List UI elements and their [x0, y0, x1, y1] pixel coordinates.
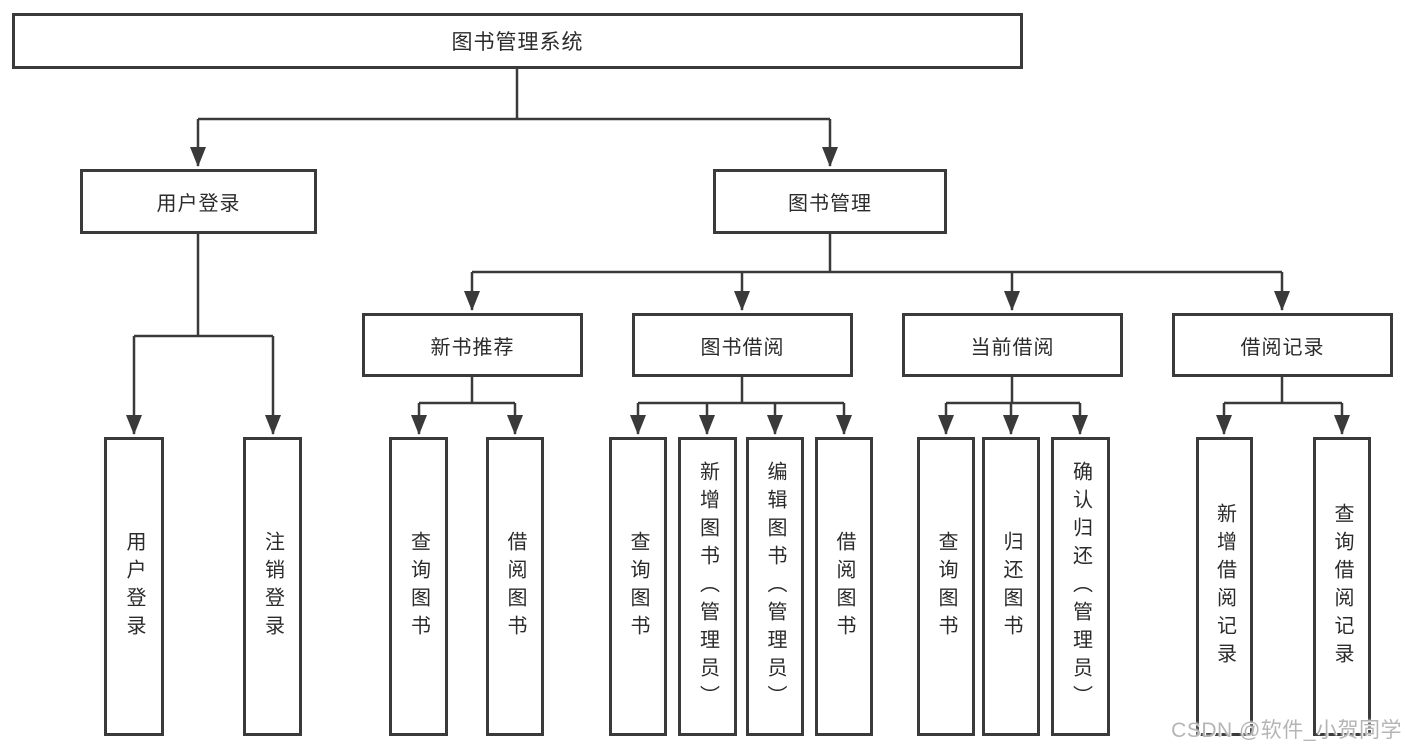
- leaf-add-books-admin-label: 新增图书（管理员）: [696, 460, 719, 713]
- node-book-management: 图书管理: [713, 169, 947, 234]
- leaf-edit-books-admin-label: 编辑图书（管理员）: [764, 460, 786, 713]
- leaf-logout: 注销登录: [243, 437, 302, 736]
- node-book-borrowing: 图书借阅: [632, 313, 853, 377]
- leaf-borrow-books-recommend-label: 借阅图书: [504, 530, 526, 643]
- leaf-return-books: 归还图书: [982, 437, 1040, 736]
- leaf-add-borrow-record: 新增借阅记录: [1196, 437, 1253, 736]
- leaf-query-borrow-record-label: 查询借阅记录: [1331, 502, 1353, 671]
- leaf-query-books-current-label: 查询图书: [935, 530, 957, 643]
- node-current-borrowing: 当前借阅: [902, 313, 1123, 377]
- leaf-user-login-label: 用户登录: [123, 530, 145, 643]
- leaf-confirm-return-admin-label: 确认归还（管理员）: [1069, 460, 1092, 713]
- leaf-query-books-recommend-label: 查询图书: [407, 530, 430, 643]
- leaf-query-books-borrow: 查询图书: [609, 437, 667, 736]
- leaf-return-books-label: 归还图书: [1000, 530, 1022, 643]
- leaf-query-books-recommend: 查询图书: [389, 437, 448, 736]
- csdn-watermark: CSDN @软件_小贺同学: [1171, 719, 1402, 742]
- node-borrowing-records: 借阅记录: [1172, 313, 1393, 377]
- leaf-user-login: 用户登录: [104, 437, 164, 736]
- leaf-add-books-admin: 新增图书（管理员）: [678, 437, 737, 736]
- node-user-login: 用户登录: [80, 169, 317, 234]
- node-new-book-recommendation: 新书推荐: [362, 313, 583, 377]
- leaf-query-books-current: 查询图书: [917, 437, 975, 736]
- leaf-add-borrow-record-label: 新增借阅记录: [1213, 502, 1236, 671]
- leaf-confirm-return-admin: 确认归还（管理员）: [1051, 437, 1110, 736]
- leaf-borrow-books-recommend: 借阅图书: [486, 437, 544, 736]
- node-library-management-system: 图书管理系统: [12, 13, 1023, 69]
- leaf-query-borrow-record: 查询借阅记录: [1313, 437, 1371, 736]
- leaf-edit-books-admin: 编辑图书（管理员）: [746, 437, 804, 736]
- leaf-query-books-borrow-label: 查询图书: [627, 530, 649, 643]
- leaf-borrow-books-label: 借阅图书: [833, 530, 855, 643]
- leaf-borrow-books: 借阅图书: [815, 437, 873, 736]
- leaf-logout-label: 注销登录: [261, 530, 284, 643]
